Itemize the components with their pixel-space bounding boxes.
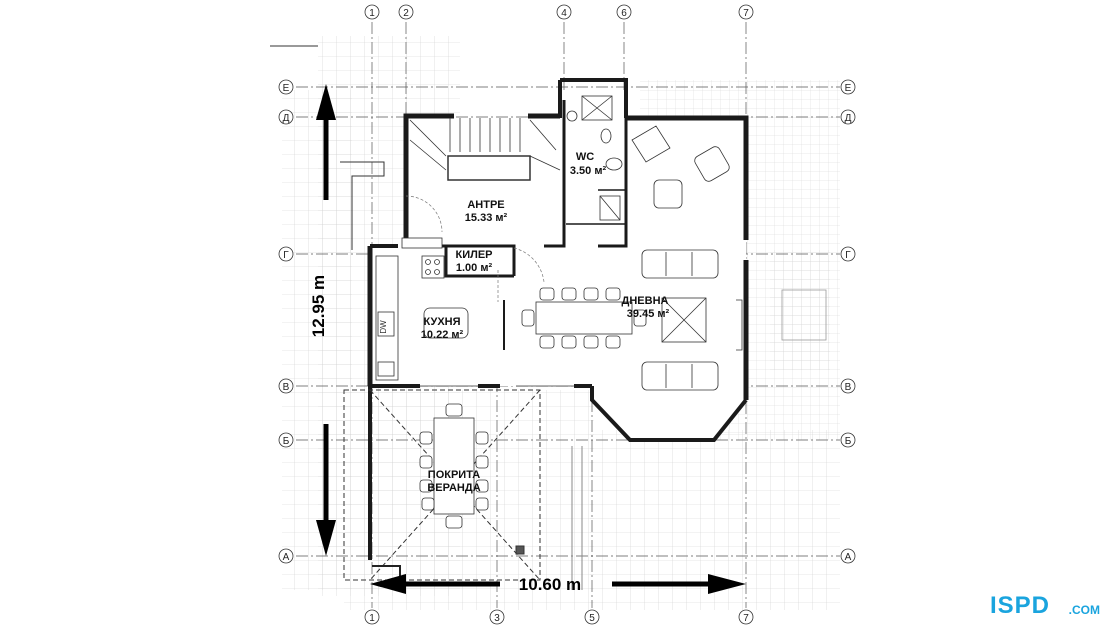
site-line <box>270 45 385 250</box>
axis-label: 1 <box>369 8 375 19</box>
room-labels: WC 3.50 м² АНТРЕ 15.33 м² КИЛЕР 1.00 м² … <box>421 151 670 494</box>
axis-label: Е <box>283 83 290 94</box>
room-area-antre: 15.33 м² <box>465 212 508 224</box>
axis-label: Д <box>283 113 290 124</box>
axis-label: Г <box>283 250 289 261</box>
axis-label: 5 <box>589 613 595 624</box>
doors <box>405 195 574 387</box>
room-label-veranda: ВЕРАНДА <box>427 482 480 494</box>
axis-label: 2 <box>403 8 409 19</box>
dimension-width-label: 10.60 m <box>519 575 581 594</box>
axis-label: Д <box>845 113 852 124</box>
axis-label: 4 <box>561 8 567 19</box>
axis-label: Б <box>845 436 852 447</box>
room-label-kiler: КИЛЕР <box>455 249 492 261</box>
room-area-wc: 3.50 м² <box>570 165 607 177</box>
room-area-kuhnia: 10.22 м² <box>421 329 464 341</box>
logo-domain: .COM <box>1068 603 1100 617</box>
veranda-dining-set <box>419 403 489 529</box>
staircase <box>409 118 671 181</box>
room-label-antre: АНТРЕ <box>467 199 504 211</box>
axis-label: Е <box>845 83 852 94</box>
axis-label: 6 <box>621 8 627 19</box>
logo-brand: ISPD <box>990 592 1051 619</box>
axis-label: А <box>283 552 290 563</box>
axis-label: 1 <box>369 613 375 624</box>
axis-label: А <box>845 552 852 563</box>
living-furniture <box>641 146 743 391</box>
kitchen-fixtures <box>375 237 469 381</box>
room-label-kuhnia: КУХНЯ <box>423 316 460 328</box>
axis-label: Г <box>845 250 851 261</box>
dishwasher-label: DW <box>379 320 388 334</box>
dimension-height: 12.95 m <box>309 84 336 556</box>
axis-label: 7 <box>743 8 749 19</box>
room-area-kiler: 1.00 м² <box>456 262 493 274</box>
axis-label: 7 <box>743 613 749 624</box>
veranda-structure <box>343 389 583 590</box>
axis-label: Б <box>283 436 290 447</box>
room-area-dnevna: 39.45 м² <box>627 308 670 320</box>
axis-markers-top: 1 2 4 6 7 <box>364 4 754 20</box>
walls <box>367 78 749 560</box>
dining-set <box>521 287 647 349</box>
axis-markers-bottom: 1 3 5 7 <box>364 609 754 625</box>
room-label-dnevna: ДНЕВНА <box>622 295 669 307</box>
axis-label: 3 <box>494 613 500 624</box>
axis-markers-sides: Е Е Д Д Г Г В В Б Б А А <box>278 79 856 564</box>
axis-label: В <box>283 382 290 393</box>
room-label-veranda: ПОКРИТА <box>428 469 480 481</box>
ispd-logo: ISPD .COM <box>982 590 1104 624</box>
room-label-wc: WC <box>576 151 594 163</box>
axis-label: В <box>845 382 852 393</box>
wc-fixtures <box>566 95 623 221</box>
dimension-height-label: 12.95 m <box>309 275 328 337</box>
dimension-width: 10.60 m <box>370 574 746 594</box>
